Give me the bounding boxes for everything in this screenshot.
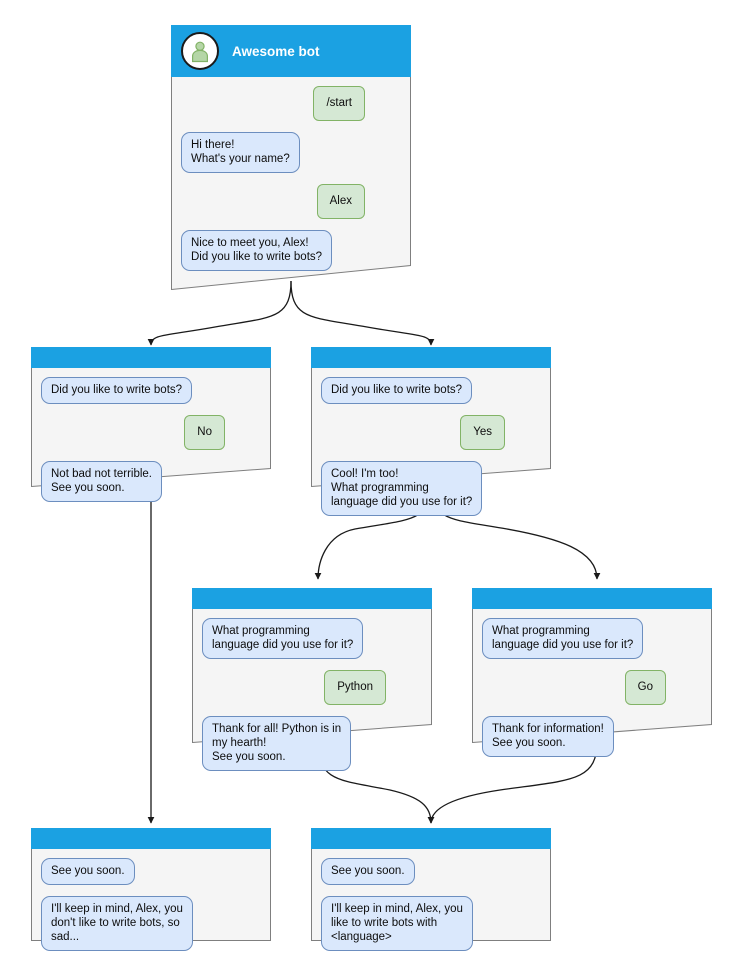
message-row: Hi there! What's your name? [181, 132, 401, 173]
bot-message-bubble: Nice to meet you, Alex! Did you like to … [181, 230, 333, 271]
chat-body-end-sad: See you soon. I'll keep in mind, Alex, y… [31, 849, 271, 961]
user-message-bubble: No [184, 415, 225, 450]
node-end-sad[interactable]: See you soon. I'll keep in mind, Alex, y… [31, 828, 271, 951]
bot-name-label: Awesome bot [232, 43, 320, 59]
node-yes-branch[interactable]: Did you like to write bots? Yes Cool! I'… [311, 347, 551, 516]
bot-message-bubble: Did you like to write bots? [321, 377, 473, 404]
bot-message-bubble: I'll keep in mind, Alex, you like to wri… [321, 896, 473, 951]
node-root[interactable]: Awesome bot /start Hi there! What's your… [171, 25, 411, 290]
message-row: Python [202, 670, 422, 705]
chat-titlebar [311, 828, 551, 849]
message-row: Go [482, 670, 702, 705]
message-row: Cool! I'm too! What programming language… [321, 461, 541, 516]
message-row: /start [181, 86, 401, 121]
message-row: I'll keep in mind, Alex, you don't like … [41, 896, 261, 951]
chat-titlebar-root: Awesome bot [171, 25, 411, 77]
bot-message-bubble: Thank for all! Python is in my hearth! S… [202, 716, 352, 771]
message-row: Did you like to write bots? [321, 377, 541, 404]
bot-message-bubble: Did you like to write bots? [41, 377, 193, 404]
message-row: Thank for all! Python is in my hearth! S… [202, 716, 422, 771]
bot-message-bubble: Not bad not terrible. See you soon. [41, 461, 163, 502]
person-glyph [192, 41, 208, 63]
message-row: No [41, 415, 261, 450]
chat-titlebar [31, 347, 271, 368]
user-avatar-icon [181, 32, 219, 70]
message-row: What programming language did you use fo… [202, 618, 422, 659]
user-message-bubble: Python [324, 670, 386, 705]
chat-body-root: /start Hi there! What's your name? Alex … [171, 77, 411, 281]
chat-titlebar [472, 588, 712, 609]
chat-titlebar [192, 588, 432, 609]
bot-message-bubble: Cool! I'm too! What programming language… [321, 461, 483, 516]
message-row: I'll keep in mind, Alex, you like to wri… [321, 896, 541, 951]
chat-body-python-branch: What programming language did you use fo… [192, 609, 432, 781]
message-row: Thank for information! See you soon. [482, 716, 702, 757]
message-row: See you soon. [41, 858, 261, 885]
user-message-bubble: /start [313, 86, 365, 121]
message-row: What programming language did you use fo… [482, 618, 702, 659]
chat-body-go-branch: What programming language did you use fo… [472, 609, 712, 767]
message-row: Did you like to write bots? [41, 377, 261, 404]
chat-body-no-branch: Did you like to write bots? No Not bad n… [31, 368, 271, 512]
message-row: Nice to meet you, Alex! Did you like to … [181, 230, 401, 271]
node-no-branch[interactable]: Did you like to write bots? No Not bad n… [31, 347, 271, 502]
chat-titlebar [311, 347, 551, 368]
message-row: See you soon. [321, 858, 541, 885]
bot-message-bubble: See you soon. [321, 858, 415, 885]
node-end-happy[interactable]: See you soon. I'll keep in mind, Alex, y… [311, 828, 551, 951]
chat-titlebar [31, 828, 271, 849]
bot-message-bubble: What programming language did you use fo… [482, 618, 644, 659]
node-python-branch[interactable]: What programming language did you use fo… [192, 588, 432, 771]
message-row: Not bad not terrible. See you soon. [41, 461, 261, 502]
bot-message-bubble: I'll keep in mind, Alex, you don't like … [41, 896, 193, 951]
edge-root-to-yes [290, 280, 435, 346]
message-row: Alex [181, 184, 401, 219]
node-go-branch[interactable]: What programming language did you use fo… [472, 588, 712, 757]
bot-message-bubble: Hi there! What's your name? [181, 132, 300, 173]
bot-message-bubble: See you soon. [41, 858, 135, 885]
user-message-bubble: Alex [316, 184, 365, 219]
chat-body-yes-branch: Did you like to write bots? Yes Cool! I'… [311, 368, 551, 526]
message-row: Yes [321, 415, 541, 450]
user-message-bubble: Go [624, 670, 666, 705]
user-message-bubble: Yes [460, 415, 505, 450]
edge-root-to-no [147, 280, 292, 346]
bot-message-bubble: Thank for information! See you soon. [482, 716, 614, 757]
chat-body-end-happy: See you soon. I'll keep in mind, Alex, y… [311, 849, 551, 961]
bot-message-bubble: What programming language did you use fo… [202, 618, 364, 659]
